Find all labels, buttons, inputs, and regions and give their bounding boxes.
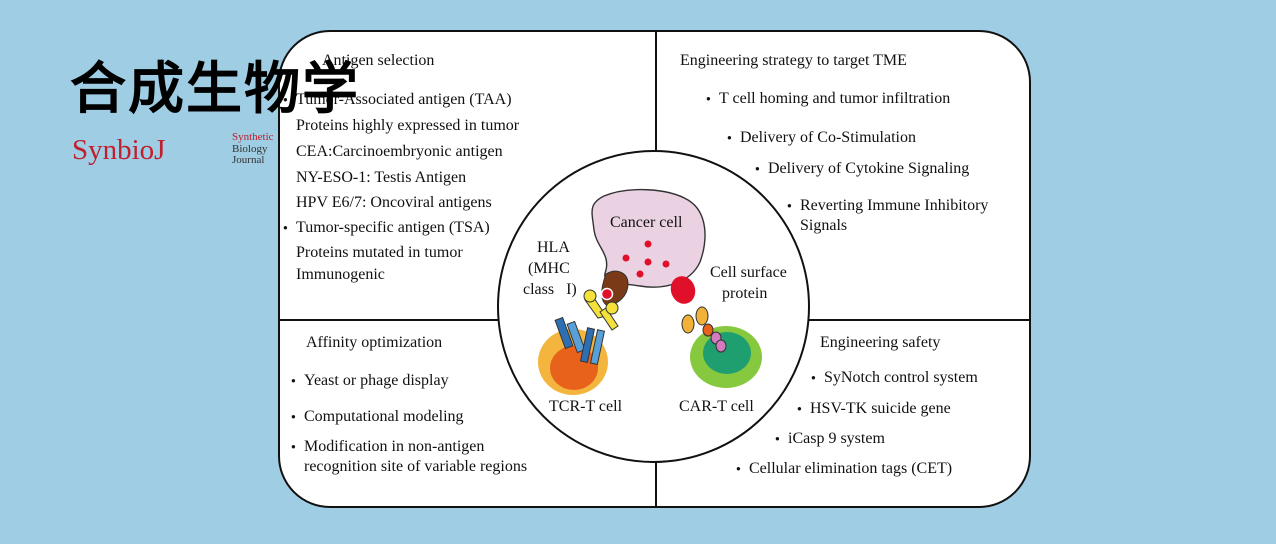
safety-item-cet: Cellular elimination tags (CET) bbox=[736, 459, 952, 478]
antigen-item-taa: Tumor-Associated antigen (TAA) bbox=[283, 90, 512, 109]
car-receptor bbox=[681, 306, 727, 353]
red-dot bbox=[644, 240, 652, 248]
tme-item-homing: T cell homing and tumor infiltration bbox=[706, 89, 950, 108]
tme-item-signals: Signals bbox=[800, 217, 848, 234]
engineering-tme-title: Engineering strategy to target TME bbox=[680, 52, 907, 69]
logo-subtitle-line: Synthetic bbox=[232, 131, 274, 143]
antigen-item-immunogenic: Immunogenic bbox=[296, 266, 385, 283]
hla-label-line1: HLA bbox=[537, 239, 570, 256]
tme-item-costimulation: Delivery of Co-Stimulation bbox=[727, 128, 916, 147]
safety-item-icasp9: iCasp 9 system bbox=[775, 429, 885, 448]
safety-item-synotch: SyNotch control system bbox=[811, 368, 978, 387]
logo-subtitle-line: Journal bbox=[232, 154, 265, 167]
tcr-t-cell-inner bbox=[550, 346, 598, 390]
tme-item-cytokine: Delivery of Cytokine Signaling bbox=[755, 159, 969, 178]
affinity-item-recognition: recognition site of variable regions bbox=[304, 458, 528, 475]
cancer-cell-label: Cancer cell bbox=[610, 214, 683, 231]
cell-surface-label-line1: Cell surface bbox=[710, 264, 787, 281]
car-t-cell-label: CAR-T cell bbox=[679, 398, 754, 415]
antigen-item-cea: CEA:Carcinoembryonic antigen bbox=[296, 143, 503, 160]
engineering-safety-title: Engineering safety bbox=[820, 334, 941, 351]
tme-item-reverting: Reverting Immune Inhibitory bbox=[787, 196, 988, 215]
cell-surface-protein bbox=[670, 276, 696, 304]
cell-surface-label-line2: protein bbox=[722, 285, 768, 302]
car-t-cell-inner bbox=[703, 332, 751, 374]
antigen-item-hpv: HPV E6/7: Oncoviral antigens bbox=[296, 194, 492, 211]
antigen-item-proteins-mutated: Proteins mutated in tumor bbox=[296, 244, 463, 261]
logo-subtitle-line: Biology bbox=[232, 142, 268, 155]
red-dot bbox=[644, 258, 652, 266]
tcr-receptor bbox=[554, 289, 619, 366]
red-dot bbox=[622, 254, 630, 262]
antigen-selection-title: Antigen selection bbox=[322, 52, 435, 69]
affinity-item-modification: Modification in non-antigen bbox=[291, 437, 484, 456]
tcr-t-cell-label: TCR-T cell bbox=[549, 398, 623, 415]
hla-label-line3: class I) bbox=[523, 281, 577, 298]
antigen-item-ny-eso: NY-ESO-1: Testis Antigen bbox=[296, 169, 467, 186]
affinity-item-modeling: Computational modeling bbox=[291, 407, 464, 426]
red-dot bbox=[662, 260, 670, 268]
logo-subtitle: Synthetic Biology Journal bbox=[232, 131, 274, 167]
safety-item-hsv-tk: HSV-TK suicide gene bbox=[797, 399, 951, 418]
affinity-item-display: Yeast or phage display bbox=[291, 371, 449, 390]
logo-chinese-text: 合成生物学 bbox=[70, 57, 360, 122]
antigen-item-tsa: Tumor-specific antigen (TSA) bbox=[283, 218, 490, 237]
red-dot bbox=[636, 270, 644, 278]
cancer-cell-shape bbox=[591, 188, 706, 288]
hla-label-line2: (MHC bbox=[528, 260, 570, 277]
logo-english-text: SynbioJ bbox=[72, 134, 166, 166]
peptide-dot bbox=[600, 287, 614, 301]
antigen-item-proteins-expressed: Proteins highly expressed in tumor bbox=[296, 117, 520, 134]
synbioj-logo: 合成生物学 SynbioJ Synthetic Biology Journal bbox=[70, 62, 370, 172]
affinity-optimization-title: Affinity optimization bbox=[306, 334, 443, 351]
